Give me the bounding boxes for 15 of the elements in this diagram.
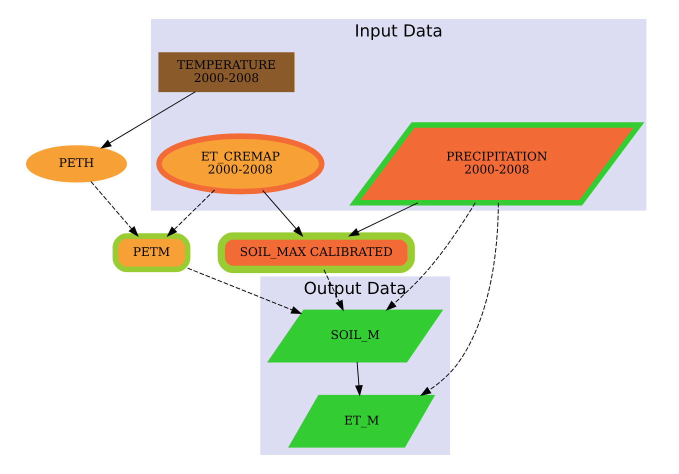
arrow	[354, 362, 362, 396]
arrow	[323, 269, 344, 312]
arrow	[186, 268, 302, 314]
arrow	[385, 202, 476, 311]
arrow	[348, 202, 418, 236]
node-box: TEMPERATURE 2000-2008	[158, 52, 294, 92]
node-ellipse: PETH	[26, 145, 126, 182]
arrow	[420, 202, 498, 396]
arrow	[100, 91, 196, 149]
arrow	[262, 190, 303, 237]
arrow	[90, 181, 138, 238]
node-ellipse: ET_CREMAP 2000-2008	[156, 133, 324, 194]
node-box: SOIL_MAX CALIBRATED	[217, 232, 414, 274]
node-box: PETM	[112, 233, 190, 272]
arrow	[166, 190, 215, 237]
